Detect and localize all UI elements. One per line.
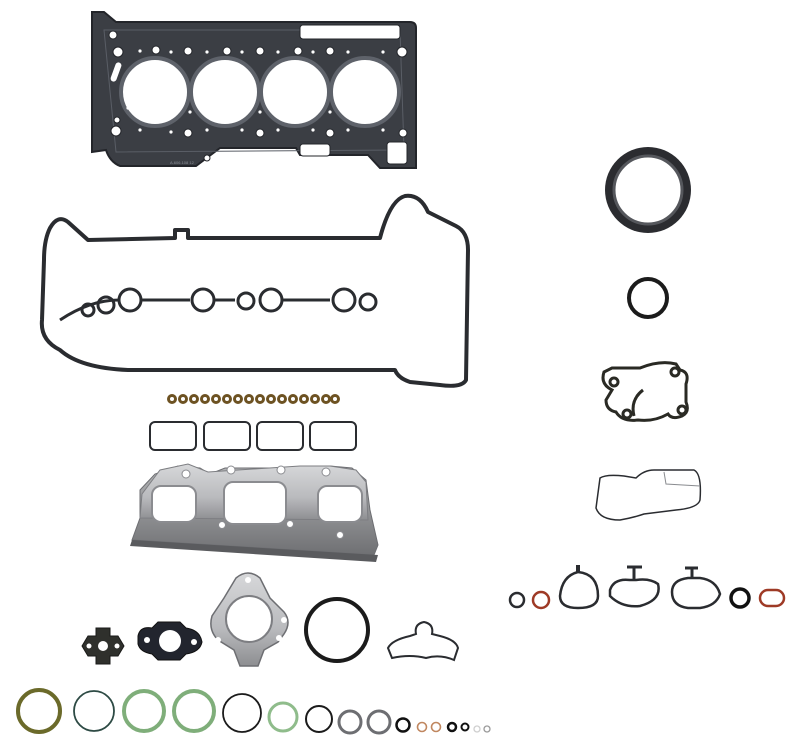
camshaft-seal <box>627 277 669 319</box>
part-stamp: A.606.108 12 <box>170 160 195 165</box>
egr-flange-gasket <box>137 621 203 661</box>
head-gasket: A.606.108 12 <box>91 11 417 169</box>
exhaust-manifold-gasket <box>130 463 379 562</box>
intake-port-gaskets <box>149 421 357 451</box>
egr-gasket-small <box>81 627 125 665</box>
oil-pan-gasket <box>595 469 702 521</box>
turbo-flange-gasket <box>210 572 289 667</box>
misc-seals-row <box>508 565 786 610</box>
water-pump-gasket <box>601 361 689 422</box>
large-o-ring-black <box>304 597 370 663</box>
cylinder-bores <box>119 56 401 128</box>
oil-pump-seal <box>386 620 460 662</box>
valve-stem-seals <box>167 394 340 404</box>
valve-cover-gasket <box>39 193 470 388</box>
o-rings-row <box>16 688 491 735</box>
crankshaft-front-seal <box>605 147 691 233</box>
